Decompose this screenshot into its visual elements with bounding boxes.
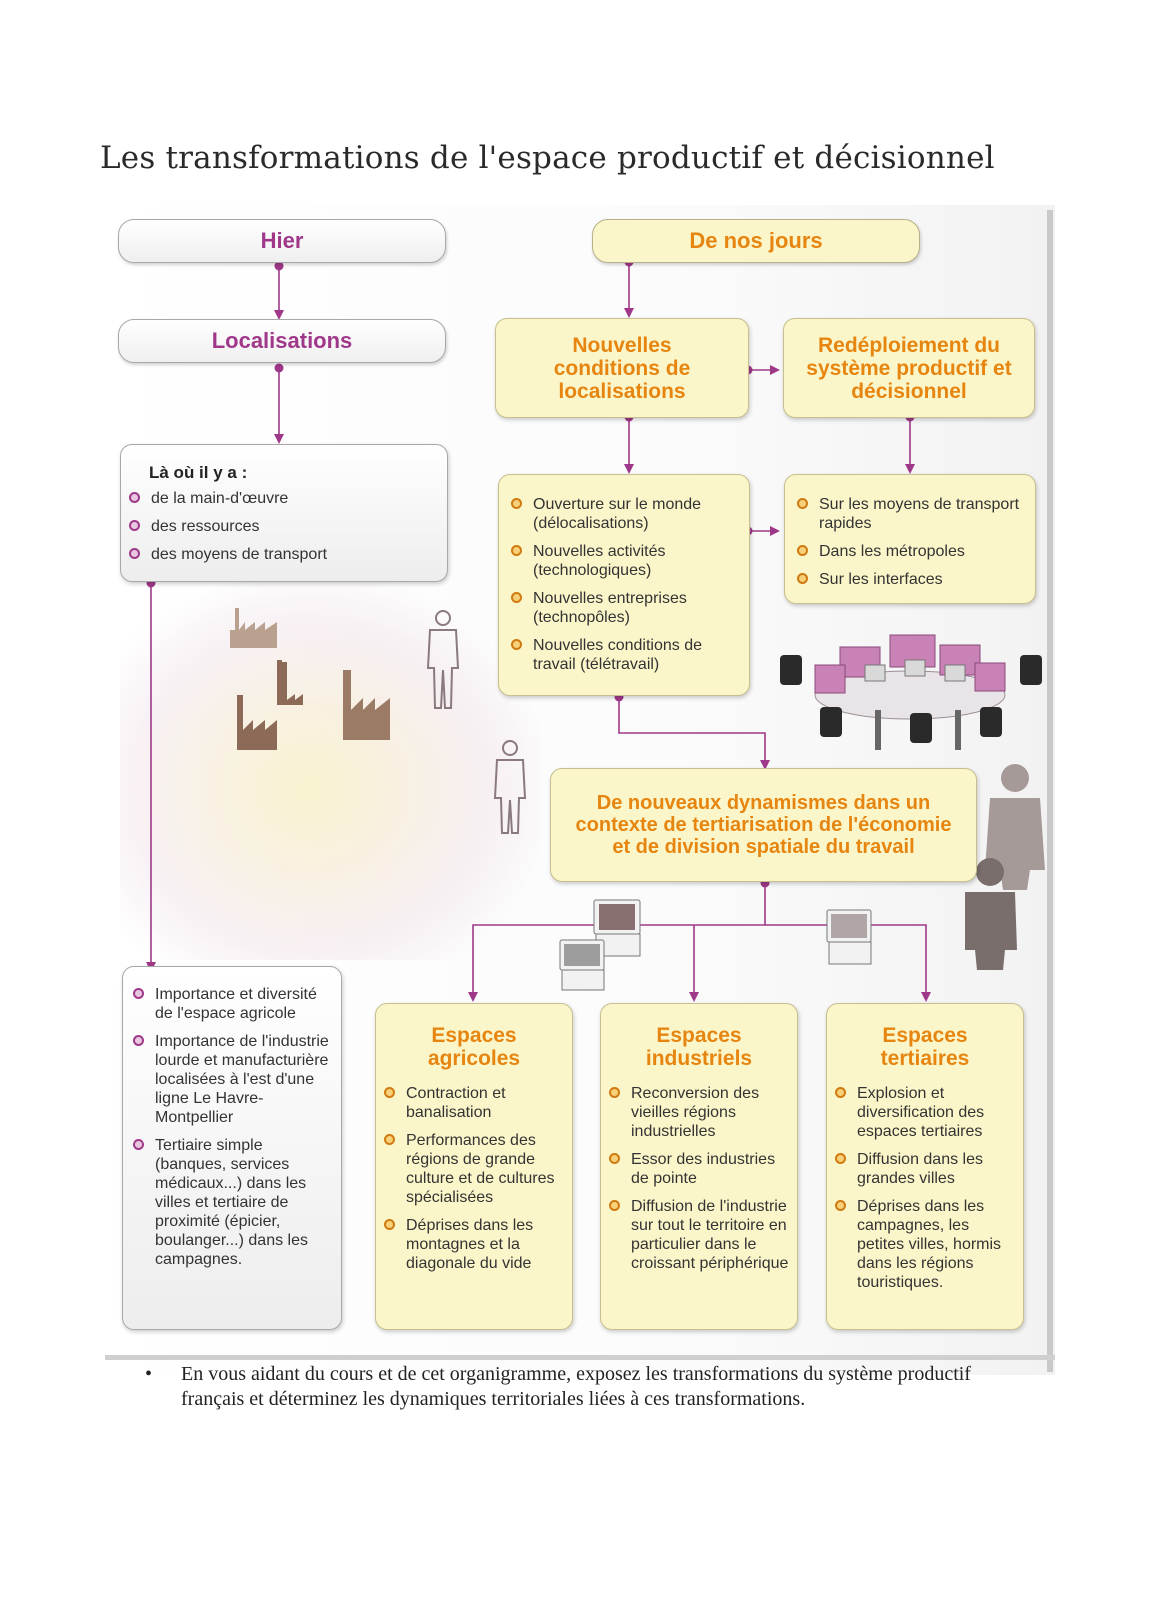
redeploiement-box: Redéploiement du système productif et dé… [783, 318, 1035, 418]
list-item: Contraction et banalisation [384, 1084, 564, 1122]
bullet-icon [511, 639, 522, 650]
panel-edge [1047, 210, 1053, 1372]
bullet-icon [129, 520, 140, 531]
list-item: de la main-d'œuvre [129, 489, 447, 508]
espaces-industriels-title: Espaces industriels [645, 1024, 753, 1070]
office-workstation-icon [780, 634, 1042, 750]
list-item: Diffusion de l'industrie sur tout le ter… [609, 1197, 789, 1273]
question-text: En vous aidant du cours et de cet organi… [181, 1363, 971, 1410]
bullet-icon [797, 498, 808, 509]
worker-icon [493, 740, 527, 834]
exercise-question: • En vous aidant du cours et de cet orga… [145, 1362, 1025, 1412]
panel-bottom-edge [105, 1355, 1055, 1360]
de-nos-jours-label: De nos jours [592, 219, 920, 263]
list-item: Essor des industries de pointe [609, 1150, 789, 1188]
list-item: Ouverture sur le monde (délocalisations) [511, 495, 741, 533]
list-item: Nouvelles activités (technologiques) [511, 542, 741, 580]
nouvelles-conditions-box: Nouvelles conditions de localisations [495, 318, 749, 418]
bullet-icon [133, 988, 144, 999]
bullet-icon [835, 1087, 846, 1098]
conditions-list-box: Ouverture sur le monde (délocalisations)… [498, 474, 750, 696]
bullet-icon [511, 592, 522, 603]
list-item: des ressources [129, 517, 447, 536]
bullet-icon [129, 492, 140, 503]
bullet-icon [384, 1134, 395, 1145]
bullet-icon [609, 1087, 620, 1098]
bullet-icon [133, 1139, 144, 1150]
bullet-icon [384, 1087, 395, 1098]
localisation-factors-box: Là où il y a : de la main-d'œuvre des re… [120, 444, 448, 582]
dynamismes-label: De nouveaux dynamismes dans un contexte … [575, 792, 952, 858]
redeploiement-list-box: Sur les moyens de transport rapides Dans… [784, 474, 1036, 604]
list-item: Dans les métropoles [797, 542, 1027, 561]
list-item: Explosion et diversification des espaces… [835, 1084, 1015, 1141]
page-title: Les transformations de l'espace producti… [100, 140, 995, 176]
bullet-icon [384, 1219, 395, 1230]
bullet-icon [797, 573, 808, 584]
bullet-icon [797, 545, 808, 556]
list-item: Reconversion des vieilles régions indust… [609, 1084, 789, 1141]
list-item: Nouvelles entreprises (technopôles) [511, 589, 741, 627]
past-situation-box: Importance et diversité de l'espace agri… [122, 966, 342, 1330]
espaces-agricoles-title: Espaces agricoles [427, 1024, 521, 1070]
computer-icon [826, 909, 872, 965]
dynamismes-box: De nouveaux dynamismes dans un contexte … [550, 768, 977, 882]
background-illustration [120, 580, 540, 960]
bullet-icon [835, 1153, 846, 1164]
espaces-industriels-box: Espaces industriels Reconversion des vie… [600, 1003, 798, 1330]
bullet-icon [609, 1200, 620, 1211]
list-item: Diffusion dans les grandes villes [835, 1150, 1015, 1188]
list-item: Déprises dans les montagnes et la diagon… [384, 1216, 564, 1273]
espaces-tertiaires-title: Espaces tertiaires [880, 1024, 970, 1070]
bullet-icon [609, 1153, 620, 1164]
hier-label: Hier [118, 219, 446, 263]
espaces-agricoles-box: Espaces agricoles Contraction et banalis… [375, 1003, 573, 1330]
redeploiement-label: Redéploiement du système productif et dé… [806, 333, 1012, 403]
worker-icon [426, 610, 460, 709]
list-item: Nouvelles conditions de travail (télétra… [511, 636, 741, 674]
computer-icon [559, 899, 641, 991]
list-item: Performances des régions de grande cultu… [384, 1131, 564, 1207]
bullet-icon [511, 545, 522, 556]
bullet-icon: • [145, 1363, 153, 1385]
bullet-icon [133, 1035, 144, 1046]
bullet-icon [511, 498, 522, 509]
localisations-label: Localisations [118, 319, 446, 363]
list-item: Importance et diversité de l'espace agri… [133, 985, 331, 1023]
espaces-tertiaires-box: Espaces tertiaires Explosion et diversif… [826, 1003, 1024, 1330]
list-item: Sur les moyens de transport rapides [797, 495, 1027, 533]
list-item: des moyens de transport [129, 545, 447, 564]
list-item: Déprises dans les campagnes, les petites… [835, 1197, 1015, 1292]
factors-heading: Là où il y a : [149, 463, 248, 482]
bullet-icon [835, 1200, 846, 1211]
factory-icon [230, 608, 390, 750]
list-item: Sur les interfaces [797, 570, 1027, 589]
person-silhouette-icon [965, 764, 1045, 970]
list-item: Importance de l'industrie lourde et manu… [133, 1032, 331, 1127]
nouvelles-conditions-label: Nouvelles conditions de localisations [553, 333, 691, 403]
bullet-icon [129, 548, 140, 559]
list-item: Tertiaire simple (banques, services médi… [133, 1136, 331, 1269]
